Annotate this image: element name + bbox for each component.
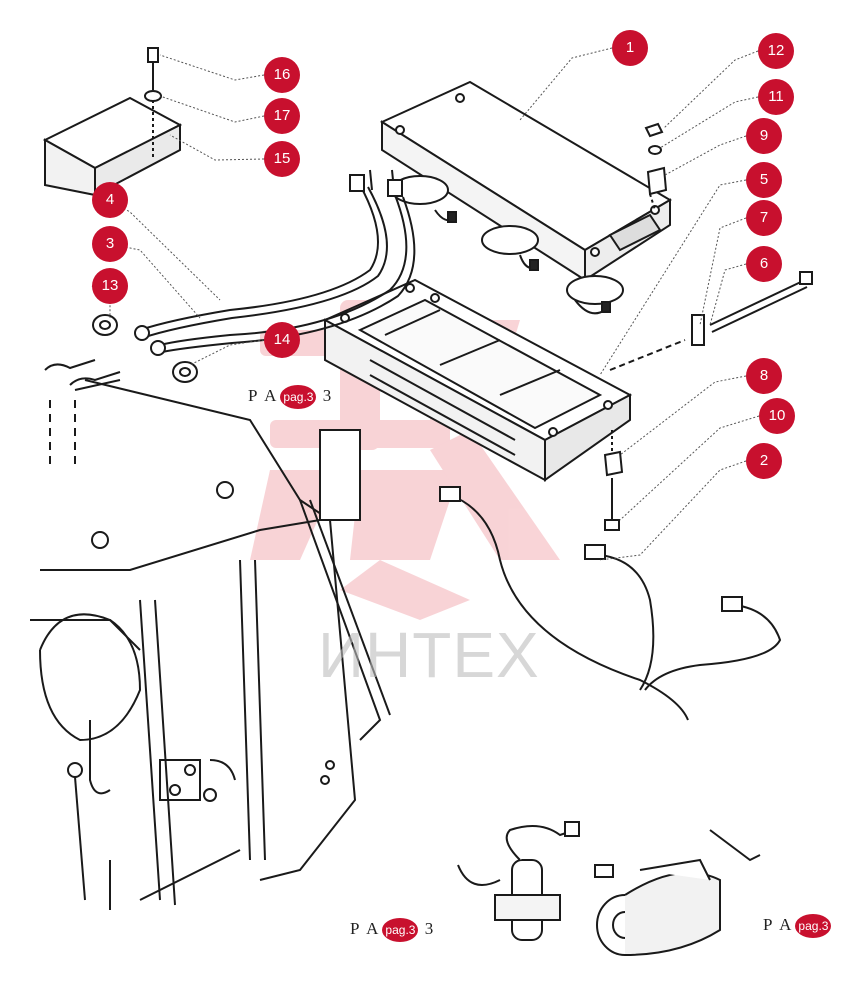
leader-line-c7 — [699, 217, 747, 326]
leader-line-c16 — [159, 54, 265, 81]
fasteners — [603, 122, 813, 531]
page-ref-prefix: P A — [763, 914, 794, 934]
bracket-assembly — [42, 47, 183, 197]
ac-compressor — [594, 829, 761, 956]
page-ref-suffix: 3 — [322, 385, 334, 405]
callout-1[interactable]: 1 — [612, 30, 648, 66]
callout-10[interactable]: 10 — [759, 398, 795, 434]
leader-line-c11 — [659, 96, 759, 149]
evaporator-tray — [322, 278, 633, 482]
leader-line-c14 — [189, 339, 265, 366]
callout-15[interactable]: 15 — [264, 141, 300, 177]
leader-line-c8 — [619, 375, 747, 456]
receiver-drier — [457, 821, 580, 941]
callout-5[interactable]: 5 — [746, 162, 782, 198]
grommets — [92, 314, 198, 383]
cab-structure — [30, 359, 391, 910]
callout-7[interactable]: 7 — [746, 200, 782, 236]
callout-11[interactable]: 11 — [758, 79, 794, 115]
leader-line-c6 — [709, 263, 747, 326]
leader-line-c12 — [663, 50, 759, 129]
callout-9[interactable]: 9 — [746, 118, 782, 154]
leader-line-c17 — [159, 95, 265, 123]
callout-4[interactable]: 4 — [92, 182, 128, 218]
page-ref-badge[interactable]: pag.3 — [382, 918, 419, 942]
page-ref-badge[interactable]: pag.3 — [280, 385, 317, 409]
callout-14[interactable]: 14 — [264, 322, 300, 358]
callout-6[interactable]: 6 — [746, 246, 782, 282]
leader-line-c10 — [619, 415, 760, 521]
callout-12[interactable]: 12 — [758, 33, 794, 69]
leader-line-c5 — [599, 179, 747, 376]
evaporator-unit — [369, 80, 672, 315]
page-ref-suffix: 3 — [424, 918, 436, 938]
callout-8[interactable]: 8 — [746, 358, 782, 394]
callout-13[interactable]: 13 — [92, 268, 128, 304]
page-ref-badge[interactable]: pag.3 — [795, 914, 832, 938]
page-ref-prefix: P A — [248, 385, 279, 405]
leader-line-c2 — [599, 460, 747, 561]
callout-17[interactable]: 17 — [264, 98, 300, 134]
callout-2[interactable]: 2 — [746, 443, 782, 479]
callout-3[interactable]: 3 — [92, 226, 128, 262]
leader-line-c9 — [664, 135, 747, 176]
leader-line-c15 — [169, 134, 265, 161]
leader-line-c1 — [519, 47, 613, 121]
page-ref-prefix: P A — [350, 918, 381, 938]
callout-16[interactable]: 16 — [264, 57, 300, 93]
refrigerant-hoses — [134, 174, 416, 356]
wiring-harness — [439, 486, 782, 721]
watermark-text: ИНТЕХ — [318, 619, 540, 691]
